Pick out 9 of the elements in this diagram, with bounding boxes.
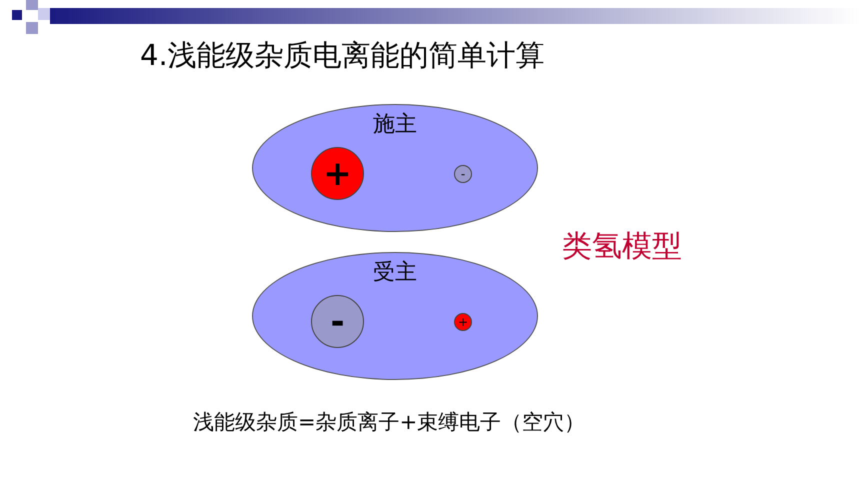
region-label: 施主 xyxy=(373,111,417,139)
model-label: 类氢模型 xyxy=(562,228,682,266)
charge-circle: + xyxy=(454,313,472,331)
charge-circle: - xyxy=(454,165,472,183)
formula-text: 浅能级杂质=杂质离子+束缚电子（空穴） xyxy=(193,409,586,436)
charge-circle: - xyxy=(311,295,364,348)
slide-title: 4.浅能级杂质电离能的简单计算 xyxy=(140,37,545,74)
charge-circle: + xyxy=(311,147,364,200)
region-label: 受主 xyxy=(373,259,417,287)
